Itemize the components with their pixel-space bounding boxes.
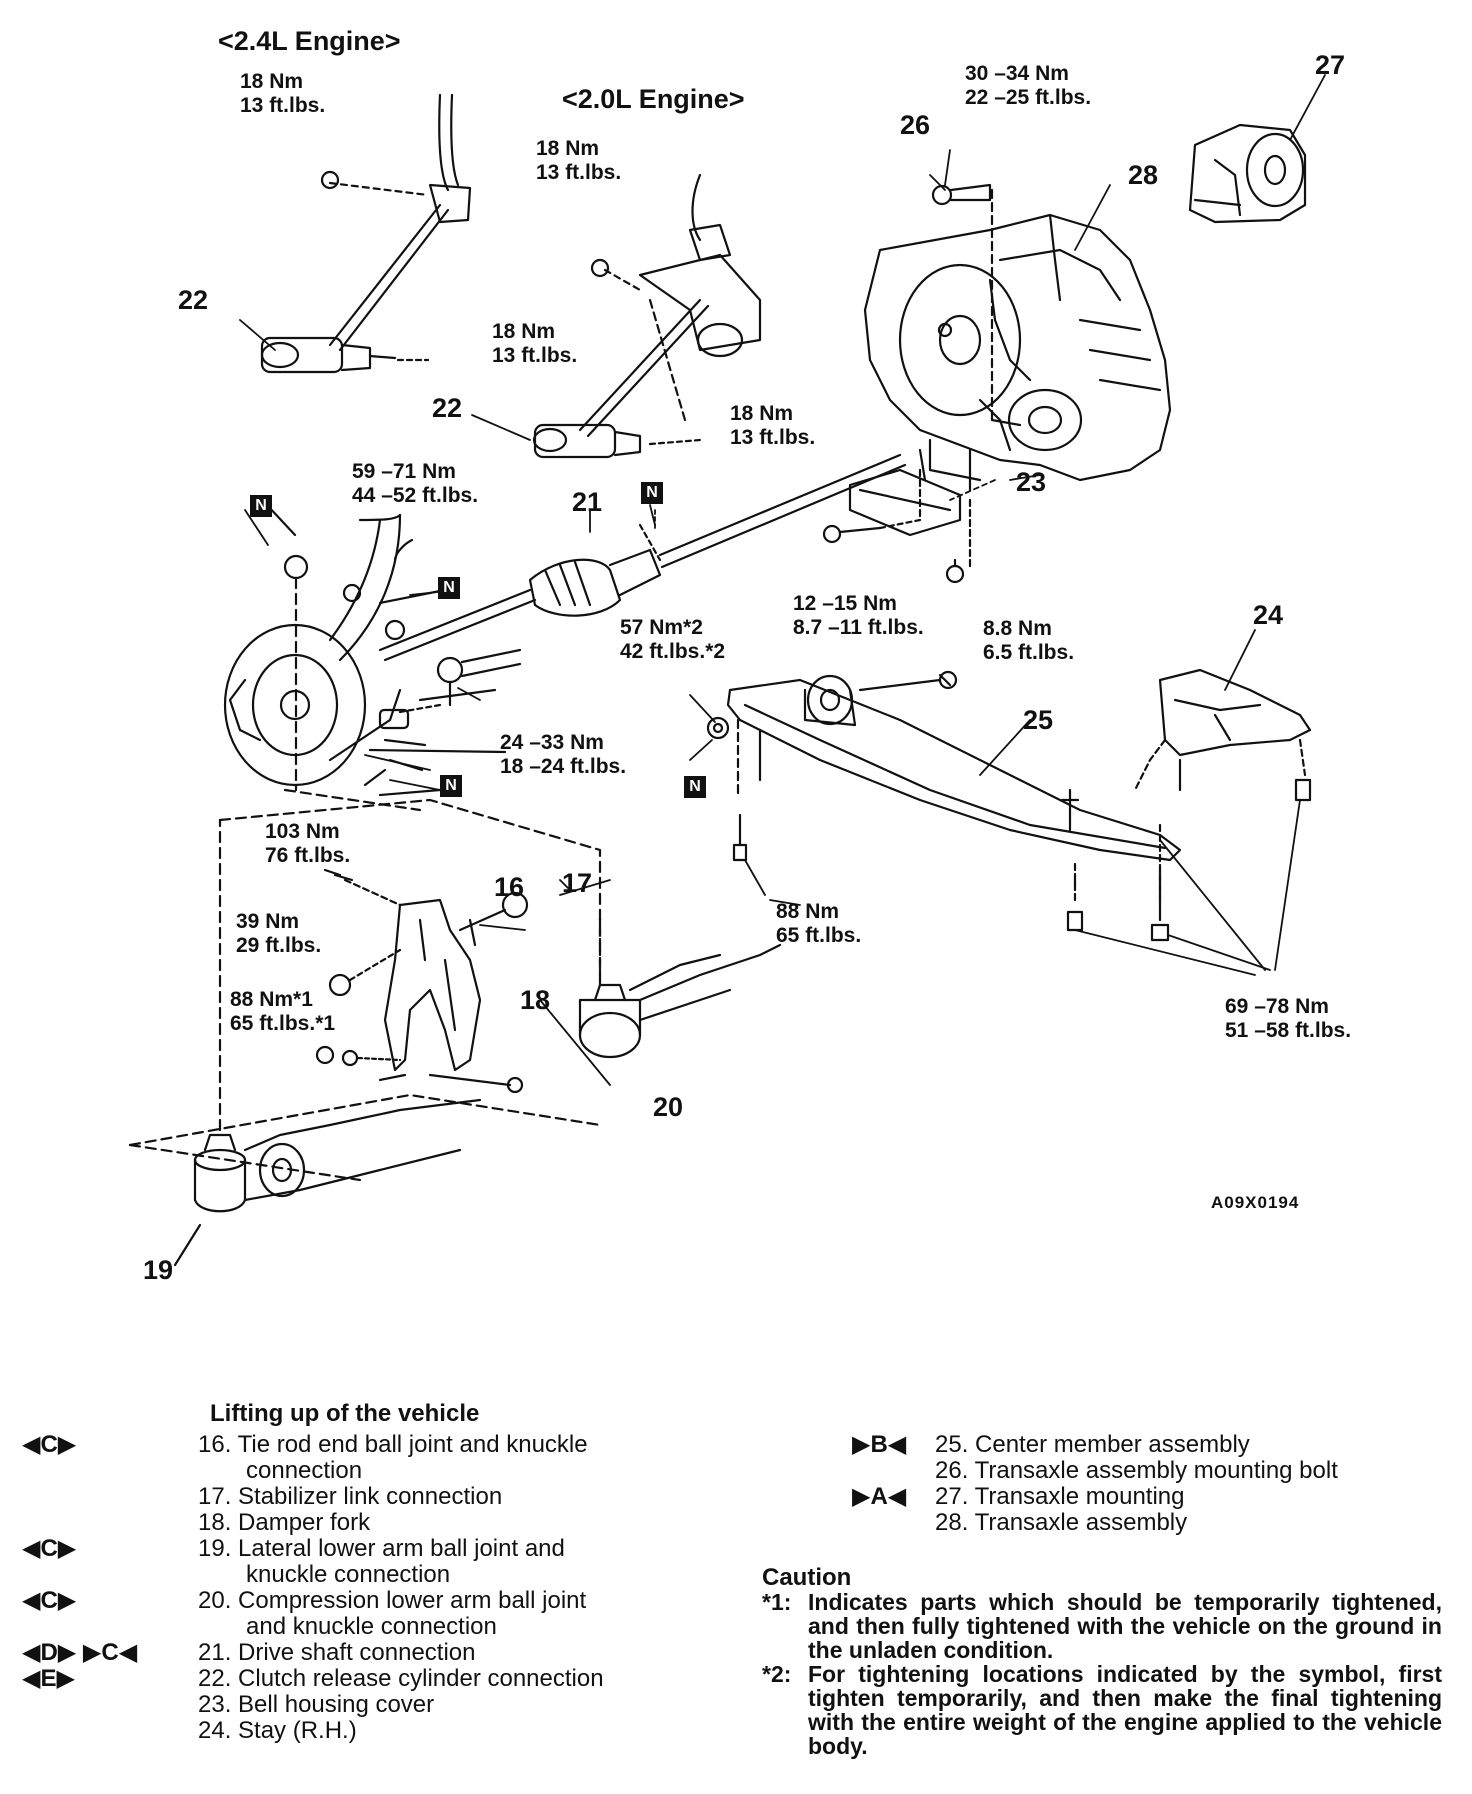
legend-item: 28. Transaxle assembly [935, 1509, 1188, 1536]
caution-text: Indicates parts which should be temporar… [808, 1589, 1442, 1663]
legend-item: 23. Bell housing cover [198, 1691, 435, 1718]
legend-item: knuckle connection [246, 1561, 451, 1588]
clutch-release-cylinder-24l [260, 93, 472, 374]
callout-20: 20 [653, 1092, 684, 1122]
lateral-lower-arm [128, 788, 602, 1267]
compression-lower-arm [578, 913, 782, 1059]
legend-symbol: ▶A◀ [852, 1483, 907, 1510]
caution-block: Caution *1: Indicates parts which should… [762, 1564, 1442, 1759]
bell-housing-cover [822, 448, 972, 584]
center-member-assembly [706, 670, 1182, 942]
knuckle-hub-assembly [223, 503, 447, 792]
legend-symbol: ▶B◀ [852, 1431, 907, 1458]
callout-18: 18 [520, 985, 551, 1015]
legend-item: 20. Compression lower arm ball joint [198, 1587, 587, 1614]
legend-item: 22. Clutch release cylinder connection [198, 1665, 604, 1692]
legend-item: 21. Drive shaft connection [198, 1639, 476, 1666]
n-badge: N [440, 775, 462, 797]
engine-24l-header: <2.4L Engine> [218, 26, 401, 56]
callout-17: 17 [562, 868, 593, 898]
callout-19: 19 [143, 1255, 174, 1285]
legend-symbol: ◀C▶ [22, 1431, 77, 1458]
callout-24: 24 [1253, 600, 1284, 630]
tie-rod-end [363, 648, 522, 797]
callout-27: 27 [1315, 50, 1346, 80]
callout-26: 26 [900, 110, 931, 140]
callout-23: 23 [1016, 467, 1047, 497]
legend-symbol: ◀E▶ [22, 1665, 75, 1692]
stay-rh [1133, 668, 1312, 802]
legend-symbol: ◀C▶ [22, 1587, 77, 1614]
legend-item: connection [246, 1457, 363, 1484]
caution-note-2: *2: For tightening locations indicated b… [762, 1662, 1442, 1758]
n-badge: N [684, 776, 706, 798]
callout-25: 25 [1023, 705, 1054, 735]
callout-22-20l: 22 [432, 393, 463, 423]
callout-22-24l: 22 [178, 285, 209, 315]
figure-code: A09X0194 [1211, 1193, 1300, 1212]
n-badge: N [438, 577, 460, 599]
transaxle-mounting [1188, 123, 1307, 224]
drive-shaft [378, 453, 907, 662]
legend-title: Lifting up of the vehicle [210, 1400, 480, 1427]
clutch-release-cylinder-20l [532, 173, 762, 459]
caution-note-1: *1: Indicates parts which should be temp… [762, 1590, 1442, 1662]
legend-item: 24. Stay (R.H.) [198, 1717, 357, 1744]
caution-mark: *1: [762, 1589, 792, 1615]
caution-title: Caution [762, 1564, 852, 1591]
transaxle-mounting-bolt [931, 183, 1022, 427]
damper-fork [315, 868, 529, 1094]
caution-mark: *2: [762, 1661, 792, 1687]
legend-item: 25. Center member assembly [935, 1431, 1250, 1458]
legend-symbol: ◀D▶ ▶C◀ [22, 1639, 138, 1666]
legend-item: 18. Damper fork [198, 1509, 371, 1536]
callout-28: 28 [1128, 160, 1159, 190]
n-badge: N [641, 482, 663, 504]
n-badge: N [250, 495, 272, 517]
legend-symbol: ◀C▶ [22, 1535, 77, 1562]
callout-16: 16 [494, 872, 525, 902]
legend-item: 19. Lateral lower arm ball joint and [198, 1535, 565, 1562]
leader-lines [239, 74, 1326, 1086]
callout-21: 21 [572, 487, 603, 517]
legend-item: 17. Stabilizer link connection [198, 1483, 503, 1510]
transaxle-assembly [863, 213, 1172, 482]
legend-left: ◀C▶ 16. Tie rod end ball joint and knuck… [0, 1432, 740, 1762]
caution-text: For tightening locations indicated by th… [808, 1661, 1442, 1759]
legend-item: and knuckle connection [246, 1613, 497, 1640]
legend-item: 26. Transaxle assembly mounting bolt [935, 1457, 1338, 1484]
engine-20l-header: <2.0L Engine> [562, 84, 745, 114]
legend-item: 16. Tie rod end ball joint and knuckle [198, 1431, 588, 1458]
legend-right: ▶B◀ 25. Center member assembly 26. Trans… [840, 1432, 1460, 1542]
n-leaders [389, 504, 713, 791]
legend-item: 27. Transaxle mounting [935, 1483, 1185, 1510]
